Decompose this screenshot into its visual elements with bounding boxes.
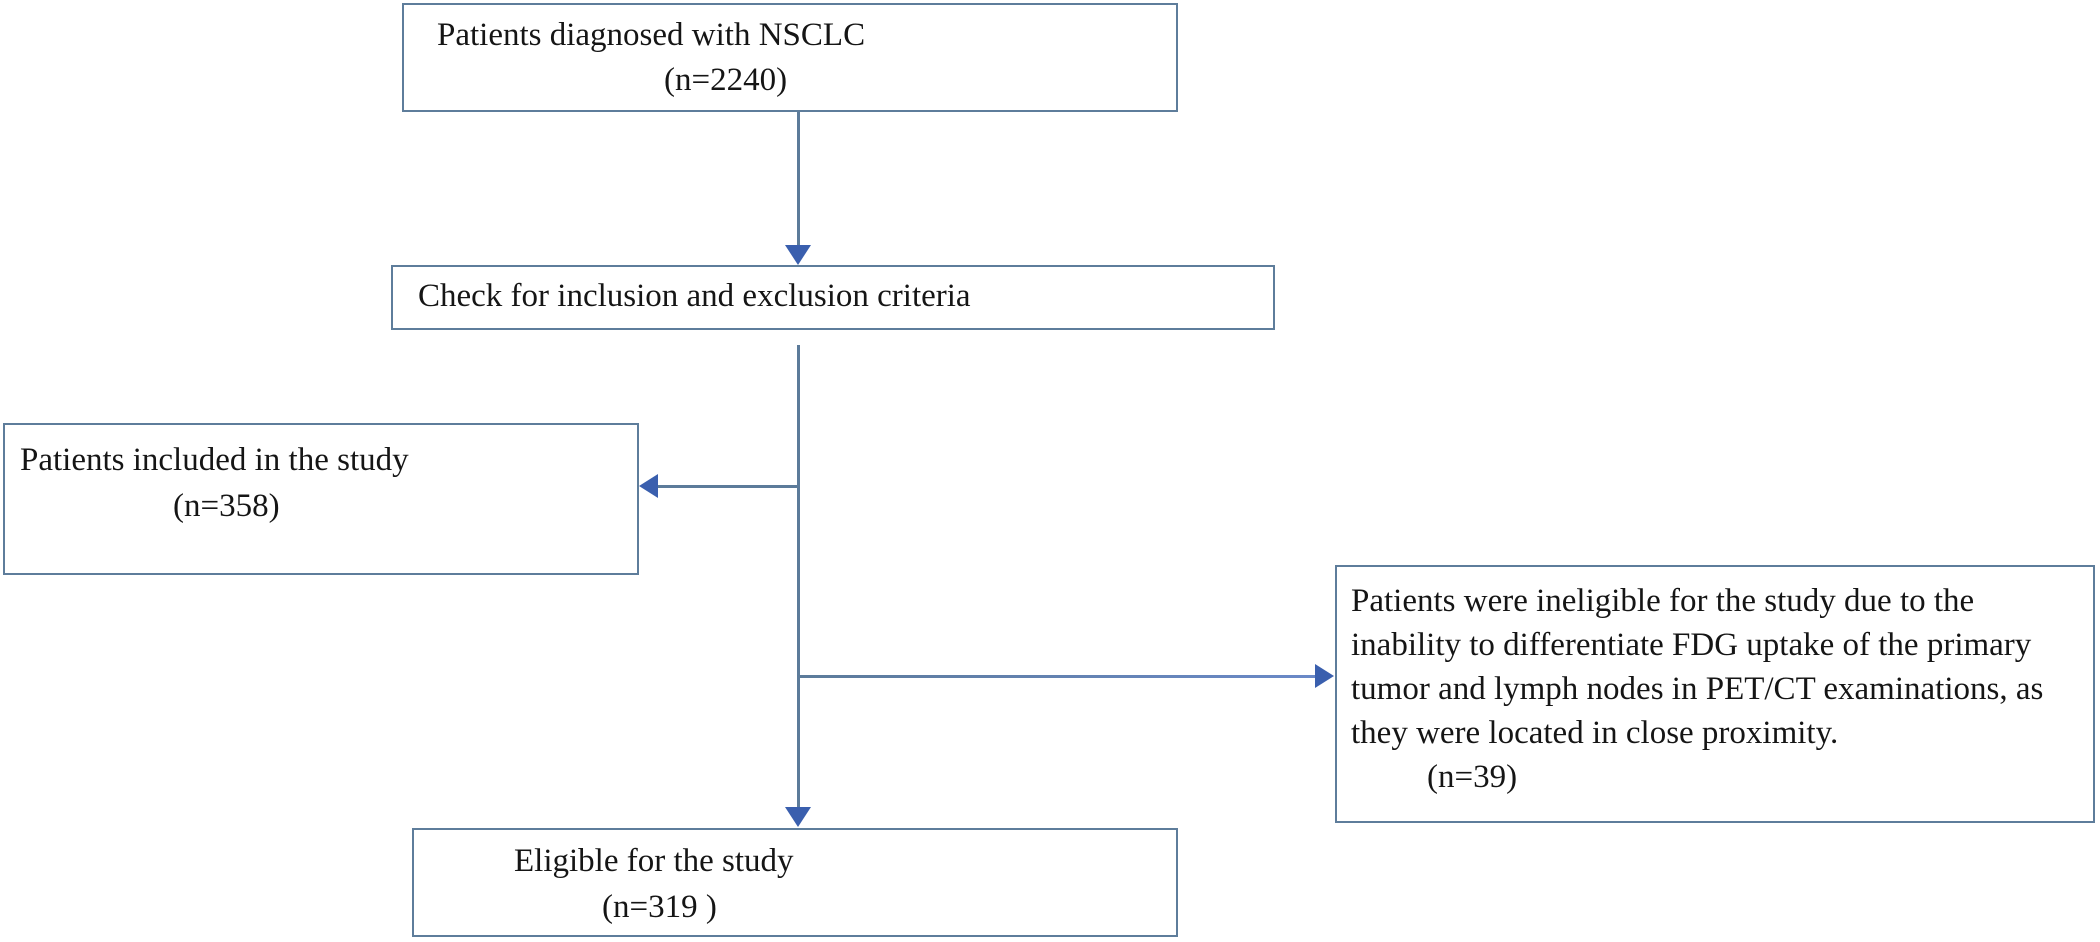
box-count: (n=319 ) <box>602 889 717 925</box>
box-line: Check for inclusion and exclusion criter… <box>418 278 971 314</box>
box-line: tumor and lymph nodes in PET/CT examinat… <box>1351 671 2044 707</box>
box-eligible: Eligible for the study (n=319 ) <box>412 828 1178 937</box>
box-count: (n=39) <box>1427 759 1518 795</box>
arrowhead-down-icon <box>785 245 811 265</box>
connector-down-1 <box>797 112 800 248</box>
arrowhead-right-icon <box>1315 664 1334 688</box>
box-count: (n=2240) <box>664 62 788 98</box>
box-check-criteria: Check for inclusion and exclusion criter… <box>391 265 1275 330</box>
box-line: Patients diagnosed with NSCLC <box>437 17 866 53</box>
box-diagnosed-nsclc: Patients diagnosed with NSCLC (n=2240) <box>402 3 1178 112</box>
connector-trunk <box>797 345 800 809</box>
box-line: Eligible for the study <box>514 843 794 879</box>
box-line: inability to differentiate FDG uptake of… <box>1351 627 2032 663</box>
arrowhead-left-icon <box>639 474 658 498</box>
box-line: Patients were ineligible for the study d… <box>1351 583 1975 619</box>
connector-branch-right <box>799 675 1317 678</box>
arrowhead-down-icon <box>785 807 811 827</box>
connector-branch-left <box>654 485 799 488</box>
box-included: Patients included in the study (n=358) <box>3 423 639 575</box>
box-line: they were located in close proximity. <box>1351 715 1839 751</box>
box-ineligible: Patients were ineligible for the study d… <box>1335 565 2095 823</box>
box-line: Patients included in the study <box>20 442 409 478</box>
box-count: (n=358) <box>173 488 280 524</box>
